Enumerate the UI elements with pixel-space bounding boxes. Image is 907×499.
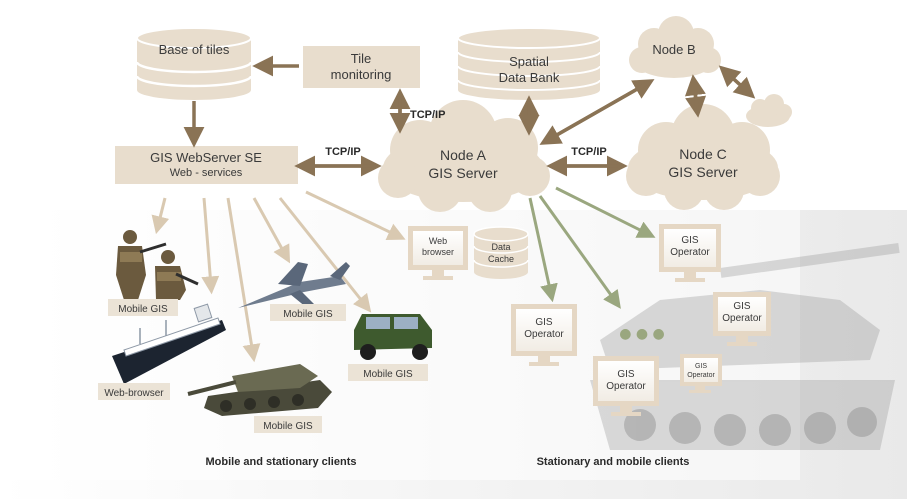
- caption-stationary-mobile: Stationary and mobile clients: [537, 456, 690, 468]
- web-browser-label-line2: browser: [422, 247, 454, 257]
- tank-image: [187, 364, 332, 416]
- node-a-cloud: Node A GIS Server: [378, 100, 550, 212]
- caption-mobile-stationary: Mobile and stationary clients: [206, 456, 357, 468]
- tcpip-label-right: TCP/IP: [571, 146, 606, 158]
- mobile-gis-jet-badge: [270, 304, 346, 321]
- server-connections: [183, 55, 756, 177]
- spatial-data-bank-label-line1: Spatial: [509, 54, 549, 69]
- data-cache-database: Data Cache: [473, 226, 529, 279]
- gis-webserver-label: GIS WebServer SE: [150, 150, 262, 165]
- mobile-gis-jet-label: Mobile GIS: [283, 309, 333, 320]
- soldiers-image: [116, 230, 199, 300]
- web-browser-label-line1: Web: [429, 236, 447, 246]
- node-b-cloud: Node B: [629, 16, 721, 78]
- web-services-label: Web - services: [170, 167, 243, 179]
- gis-operator-label-gis: GIS: [695, 363, 707, 370]
- node-c-gis-server-label: GIS Server: [668, 164, 738, 180]
- gis-webserver-box: GIS WebServer SE Web - services: [115, 146, 298, 184]
- nodea-operator-links: [528, 186, 656, 309]
- gis-operator-label-gis: GIS: [535, 317, 553, 328]
- tile-monitoring-label-line2: monitoring: [331, 67, 392, 82]
- gis-operator-label-gis: GIS: [617, 369, 635, 380]
- gis-operator-label-operator: Operator: [606, 381, 646, 392]
- gis-operator-monitor: GIS Operator: [680, 354, 722, 393]
- tile-monitoring-box: Tile monitoring: [303, 46, 420, 88]
- gis-operator-monitor: GIS Operator: [593, 356, 659, 416]
- tcpip-label-vertical: TCP/IP: [410, 109, 445, 121]
- node-a-gis-server-label: GIS Server: [428, 165, 498, 181]
- gis-operator-label-operator: Operator: [722, 313, 762, 324]
- web-browser-monitor: Web browser: [408, 226, 468, 280]
- mobile-gis-soldiers-badge: [108, 299, 178, 316]
- mobile-gis-soldiers-label: Mobile GIS: [118, 304, 168, 315]
- webserver-client-links: [151, 190, 406, 363]
- mobile-gis-jeep-label: Mobile GIS: [363, 369, 413, 380]
- tile-monitoring-label-line1: Tile: [351, 51, 371, 66]
- spatial-data-bank-label-line2: Data Bank: [499, 70, 560, 85]
- web-browser-ship-badge: [98, 383, 170, 400]
- data-cache-label-line2: Cache: [488, 254, 514, 264]
- base-of-tiles-label: Base of tiles: [159, 42, 230, 57]
- more-operators-ellipsis: ● ● ●: [619, 326, 665, 342]
- gis-operator-label-operator: Operator: [670, 247, 710, 258]
- node-c-label: Node C: [679, 146, 726, 162]
- ship-image: [112, 303, 226, 384]
- data-cache-label-line1: Data: [491, 242, 510, 252]
- node-a-label: Node A: [440, 147, 487, 163]
- small-cloud: [746, 94, 792, 127]
- tcpip-label-left: TCP/IP: [325, 146, 360, 158]
- gis-operator-label-operator: Operator: [524, 329, 564, 340]
- spatial-data-bank-database: Spatial Data Bank: [457, 27, 601, 100]
- gis-operator-label-gis: GIS: [681, 235, 699, 246]
- web-browser-ship-label: Web-browser: [104, 388, 164, 399]
- gis-operator-label-gis: GIS: [733, 301, 751, 312]
- base-of-tiles-database: Base of tiles: [135, 27, 253, 100]
- gis-operator-label-operator: Operator: [687, 372, 715, 379]
- gis-operator-monitor: GIS Operator: [659, 224, 721, 282]
- gis-operator-monitor: GIS Operator: [511, 304, 577, 366]
- mobile-gis-jeep-badge: [348, 364, 428, 381]
- node-c-cloud: Node C GIS Server: [626, 104, 780, 210]
- node-b-label: Node B: [652, 42, 695, 57]
- gis-operator-monitor: GIS Operator: [713, 292, 771, 346]
- mobile-gis-tank-label: Mobile GIS: [263, 421, 313, 432]
- mobile-gis-tank-badge: [254, 416, 322, 433]
- jeep-image: [354, 314, 432, 360]
